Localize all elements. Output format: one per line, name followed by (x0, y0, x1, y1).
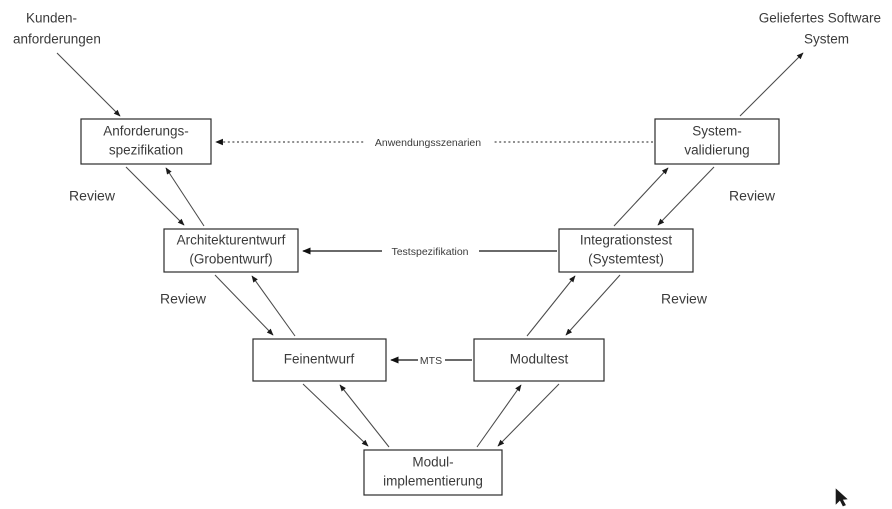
box-rect-anforderungsspezifikation[interactable] (80, 118, 212, 165)
output-arrow-geliefertes-system (739, 52, 804, 117)
mouse-cursor-icon (835, 488, 848, 507)
box-rect-feinentwurf[interactable] (252, 338, 387, 382)
edge-modultest-to-integrationstest (526, 275, 576, 337)
box-rect-modulimplementierung[interactable] (363, 449, 503, 496)
label-bg-testspezifikation (382, 243, 479, 260)
output-label-line2: System (804, 32, 849, 47)
box-rect-modultest[interactable] (473, 338, 605, 382)
box-label-modulimplementierung-line1: Modul- (412, 455, 453, 470)
label-bg-anwendungsszenarien (364, 134, 492, 151)
box-modulimplementierung[interactable]: Modul- implementierung (363, 449, 503, 496)
review-label-left-upper: Review (69, 188, 116, 204)
box-label-integrationstest-line1: Integrationstest (580, 233, 673, 248)
box-label-anforderungsspezifikation-line1: Anforderungs- (103, 124, 189, 139)
box-rect-systemvalidierung[interactable] (654, 118, 780, 165)
edge-architektur-to-anforderung (165, 167, 205, 227)
edge-feinentwurf-to-architektur (251, 275, 296, 337)
review-label-right-upper: Review (729, 188, 776, 204)
box-integrationstest[interactable]: Integrationstest (Systemtest) (558, 228, 694, 273)
box-modultest[interactable]: Modultest (473, 338, 605, 382)
box-rect-integrationstest[interactable] (558, 228, 694, 273)
box-anforderungsspezifikation[interactable]: Anforderungs- spezifikation (80, 118, 212, 165)
edge-architektur-to-feinentwurf (214, 274, 274, 336)
box-label-integrationstest-line2: (Systemtest) (588, 252, 664, 267)
box-label-architekturentwurf-line2: (Grobentwurf) (189, 252, 272, 267)
edge-modultest-to-modulimpl (497, 383, 560, 447)
box-label-modultest-line1: Modultest (510, 352, 569, 367)
box-label-architekturentwurf-line1: Architekturentwurf (177, 233, 286, 248)
box-label-systemvalidierung-line2: validierung (684, 143, 749, 158)
box-label-systemvalidierung-line1: System- (692, 124, 742, 139)
review-label-right-lower: Review (661, 291, 708, 307)
edge-modulimpl-to-modultest (476, 384, 522, 448)
box-label-modulimplementierung-line2: implementierung (383, 474, 483, 489)
cross-edge-label-mts: MTS (420, 355, 442, 367)
cross-edge-label-testspezifikation: Testspezifikation (391, 246, 468, 258)
box-label-feinentwurf-line1: Feinentwurf (284, 352, 355, 367)
input-arrow-kundenanforderungen (56, 52, 121, 117)
box-label-anforderungsspezifikation-line2: spezifikation (109, 143, 183, 158)
edge-integrationstest-to-systemvalidierung (613, 167, 669, 227)
output-label-line1: Geliefertes Software (759, 11, 881, 26)
box-systemvalidierung[interactable]: System- validierung (654, 118, 780, 165)
review-label-left-lower: Review (160, 291, 207, 307)
cross-edge-label-anwendungsszenarien: Anwendungsszenarien (375, 137, 481, 149)
edge-anforderung-to-architektur (125, 166, 185, 226)
box-rect-architekturentwurf[interactable] (163, 228, 299, 273)
box-architekturentwurf[interactable]: Architekturentwurf (Grobentwurf) (163, 228, 299, 273)
input-label-line1: Kunden- (26, 11, 77, 26)
label-bg-mts (418, 352, 445, 369)
box-feinentwurf[interactable]: Feinentwurf (252, 338, 387, 382)
edge-systemvalidierung-to-integrationstest (657, 166, 715, 226)
edge-feinentwurf-to-modulimpl (302, 383, 369, 447)
edge-integrationstest-to-modultest (565, 274, 621, 336)
input-label-line2: anforderungen (13, 32, 101, 47)
edge-modulimpl-to-feinentwurf (339, 384, 390, 448)
